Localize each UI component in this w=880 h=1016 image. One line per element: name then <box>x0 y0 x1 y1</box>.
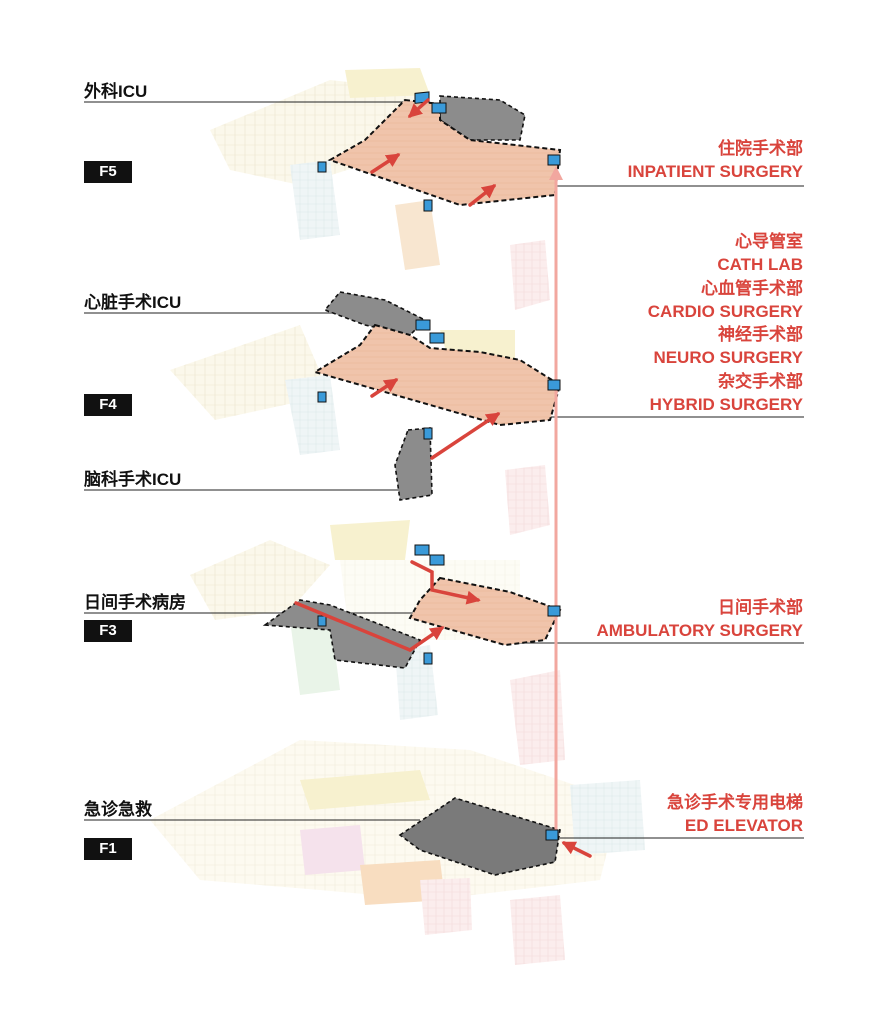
faint-floor-plans <box>150 68 645 965</box>
elevator-square-icon <box>318 616 326 626</box>
label-f4-departments: 心导管室 CATH LAB 心血管手术部 CARDIO SURGERY 神经手术… <box>648 230 803 416</box>
floor-tag-f1: F1 <box>84 838 132 860</box>
elevator-square-icon <box>416 320 430 330</box>
elevator-square-icon <box>548 155 560 165</box>
label-f3-day-surgery-ward: 日间手术病房 <box>84 593 186 613</box>
elevator-square-icon <box>424 653 432 664</box>
elevator-square-icon <box>318 162 326 172</box>
red-arrow-icon <box>432 414 498 458</box>
elevator-square-icon <box>430 333 444 343</box>
leader-lines <box>84 102 804 838</box>
elevator-square-icon <box>318 392 326 402</box>
label-f3-ambulatory-surgery: 日间手术部 AMBULATORY SURGERY <box>596 596 803 643</box>
floor-tag-f3: F3 <box>84 620 132 642</box>
label-f1-emergency: 急诊急救 <box>84 800 152 820</box>
label-f1-ed-elevator: 急诊手术专用电梯 ED ELEVATOR <box>667 791 803 838</box>
elevator-square-icon <box>424 428 432 439</box>
elevator-square-icon <box>548 380 560 390</box>
floor-tag-f5: F5 <box>84 161 132 183</box>
floor-tag-f4: F4 <box>84 394 132 416</box>
elevator-square-icon <box>546 830 558 840</box>
elevator-square-icon <box>548 606 560 616</box>
label-f4-cardiac-icu: 心脏手术ICU <box>84 293 181 313</box>
label-f5-surgical-icu: 外科ICU <box>84 82 147 102</box>
elevator-square-icon <box>430 555 444 565</box>
label-f4-neuro-icu: 脑科手术ICU <box>84 470 181 490</box>
elevator-square-icon <box>415 545 429 555</box>
label-f5-inpatient-surgery: 住院手术部 INPATIENT SURGERY <box>628 137 803 184</box>
elevator-square-icon <box>432 103 446 113</box>
elevator-square-icon <box>424 200 432 211</box>
